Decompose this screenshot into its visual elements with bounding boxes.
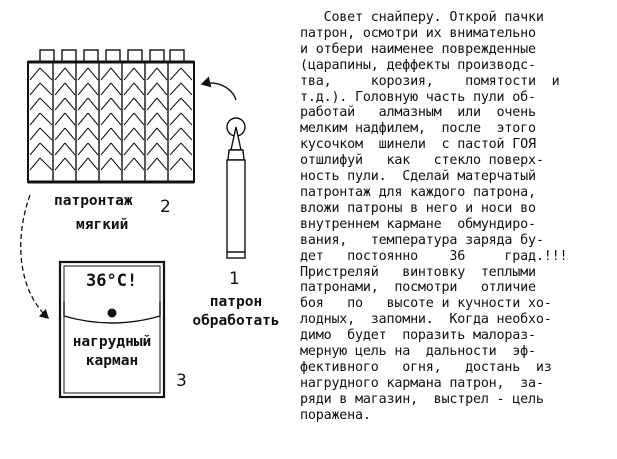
tip-text-line: тва, корозия, помятости и	[300, 73, 560, 89]
tip-text-line: боя по высоте и кучности хо-	[300, 296, 552, 312]
bandolier-hatching	[29, 67, 193, 171]
tip-text-line: ность пули. Сделай матерчатый	[300, 169, 536, 185]
bandolier-label-line2: мягкий	[76, 217, 129, 233]
tip-text-line: Совет снайперу. Открой пачки	[300, 10, 544, 25]
tip-text-line: внутреннем кармане обмундиро-	[300, 216, 536, 232]
bandolier-drawing	[27, 49, 195, 184]
tip-text-line: кусочком шинели с пастой ГОЯ	[300, 137, 536, 153]
tip-text-line: лодных, запомни. Когда необхо-	[300, 312, 552, 328]
pocket-button-icon	[107, 308, 117, 318]
tip-text-line: фективного огня, достань из	[300, 359, 552, 375]
tip-text-line: дет постоянно 36 град.!!!	[300, 248, 568, 264]
tip-text-line: патрон, осмотри их внимательно	[300, 25, 536, 41]
tip-text-line: димо будет поразить малораз-	[300, 328, 536, 344]
bandolier-label-line1: патронтаж	[54, 193, 133, 209]
tip-text-line: поражена.	[300, 407, 371, 423]
arrow-bandolier-to-pocket	[20, 194, 49, 319]
tip-text-line: вложи патроны в него и носи во	[300, 200, 536, 216]
pocket-label-line2: карман	[85, 353, 139, 369]
cartridge-label-line2: обработать	[192, 313, 280, 329]
pocket-number: 3	[176, 371, 187, 391]
arrow-cartridge-to-bandolier	[200, 76, 237, 101]
cartridge-number: 1	[229, 269, 240, 289]
cartridge-label-line1: патрон	[209, 294, 263, 310]
tip-text-line: Пристреляй винтовку теплыми	[300, 264, 536, 280]
tip-text-line: нагрудного кармана патрон, за-	[300, 375, 544, 391]
tip-text-line: мелким надфилем, после этого	[300, 121, 536, 137]
pocket-temperature: 36°С!	[86, 271, 138, 291]
pocket-label: нагрудный карман	[64, 333, 160, 371]
pocket-label-line1: нагрудный	[72, 334, 152, 350]
tip-text-line: вания, температура заряда бу-	[300, 232, 544, 248]
sniper-tip-illustration	[20, 49, 246, 399]
tip-text-line: и отбери наименее поврежденные	[300, 41, 536, 57]
bandolier-label-2: мягкий	[76, 216, 128, 235]
tip-text-line: ряди в магазин, выстрел - цель	[300, 391, 544, 407]
tip-text-line: патронтаж для каждого патрона,	[300, 184, 536, 200]
cartridge-drawing	[226, 117, 246, 259]
tip-text-line: мерную цель на дальности эф-	[300, 344, 536, 360]
bandolier-number: 2	[160, 197, 171, 217]
breast-pocket-drawing	[58, 260, 166, 399]
tip-text-line: отшлифуй как стекло поверх-	[300, 153, 544, 169]
tip-text-line: патронами, посмотри отличие	[300, 280, 536, 296]
bandolier-label: патронтаж	[54, 192, 133, 211]
tip-text-line: работай алмазным или очень	[300, 105, 536, 121]
tip-text-line: (царапины, деффекты производс-	[300, 57, 536, 73]
cartridge-label: патрон обработать	[186, 293, 286, 331]
tip-text-line: т.д.). Головную часть пули об-	[300, 89, 536, 105]
